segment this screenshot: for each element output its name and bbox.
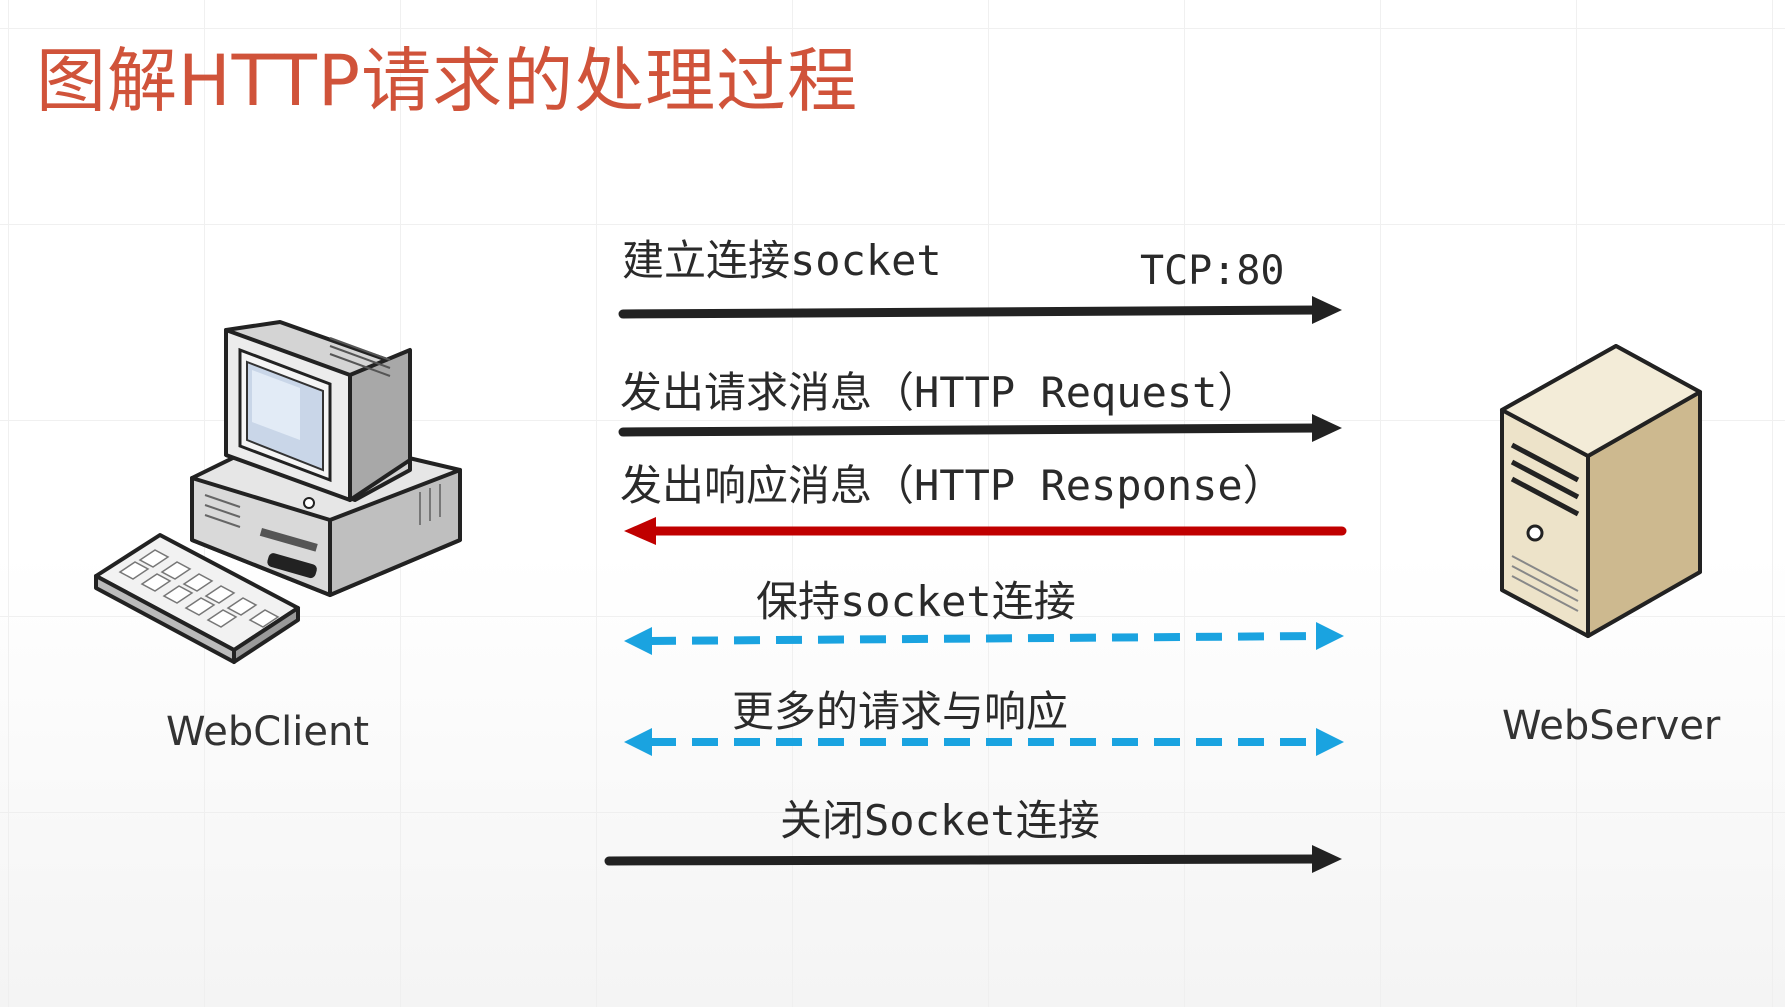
message-label-keepalive: 保持socket连接 (756, 577, 1076, 626)
message-label-response: 发出响应消息（HTTP Response） (620, 461, 1285, 510)
arrow-more-requests (624, 728, 1344, 756)
arrow-keepalive (624, 622, 1344, 655)
message-label-request: 发出请求消息（HTTP Request） (620, 368, 1260, 417)
message-label-connect: 建立连接socket (622, 236, 942, 285)
server-label: WebServer (1502, 703, 1721, 749)
page-title: 图解HTTP请求的处理过程 (36, 40, 859, 122)
message-label-close: 关闭Socket连接 (780, 796, 1100, 845)
arrow-connect (618, 296, 1342, 324)
port-label: TCP:80 (1140, 248, 1285, 294)
message-label-more: 更多的请求与响应 (732, 687, 1069, 736)
client-label: WebClient (166, 709, 370, 755)
arrow-close (604, 845, 1342, 873)
arrow-request (618, 414, 1342, 442)
arrow-response (624, 517, 1347, 545)
